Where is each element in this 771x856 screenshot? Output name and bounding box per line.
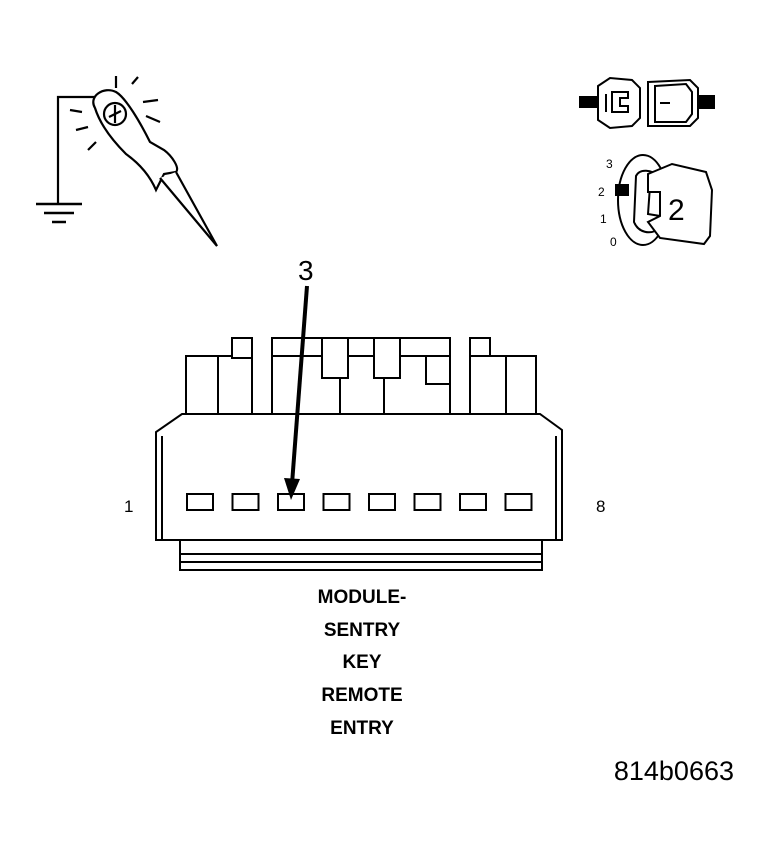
callout-number: 3 <box>298 255 314 286</box>
pin-cavity-7 <box>459 493 487 511</box>
connector-body <box>155 337 563 571</box>
pin-last-label: 8 <box>596 497 605 516</box>
connector-title: MODULE- SENTRY KEY REMOTE ENTRY <box>318 587 407 739</box>
test-light-probe-icon <box>36 76 218 247</box>
connector-title-line-3: KEY <box>342 652 381 673</box>
ground-symbol-icon <box>36 202 82 224</box>
pin-first-label: 1 <box>124 497 133 516</box>
figure-code: 814b0663 <box>614 756 734 786</box>
connector-pins <box>186 493 533 511</box>
ignition-position-3: 3 <box>606 157 613 171</box>
ignition-position-2: 2 <box>598 185 605 199</box>
ignition-position-0: 0 <box>610 235 617 249</box>
pin-cavity-6 <box>413 493 442 511</box>
ignition-position-1: 1 <box>600 212 607 226</box>
pin-cavity-2 <box>231 493 260 511</box>
connector-title-line-5: ENTRY <box>330 718 394 739</box>
pin-cavity-8 <box>504 493 533 511</box>
connector-title-line-1: MODULE- <box>318 587 407 608</box>
ignition-switch-icon <box>615 154 714 246</box>
connector-disconnect-icon <box>579 76 715 130</box>
pin-cavity-1 <box>186 493 214 511</box>
connector-title-line-2: SENTRY <box>324 620 401 641</box>
connector-title-line-4: REMOTE <box>321 685 402 706</box>
ignition-key-label: 2 <box>668 194 685 227</box>
callout-arrow <box>284 285 309 500</box>
pin-cavity-5 <box>368 493 396 511</box>
pin-cavity-4 <box>322 493 351 511</box>
